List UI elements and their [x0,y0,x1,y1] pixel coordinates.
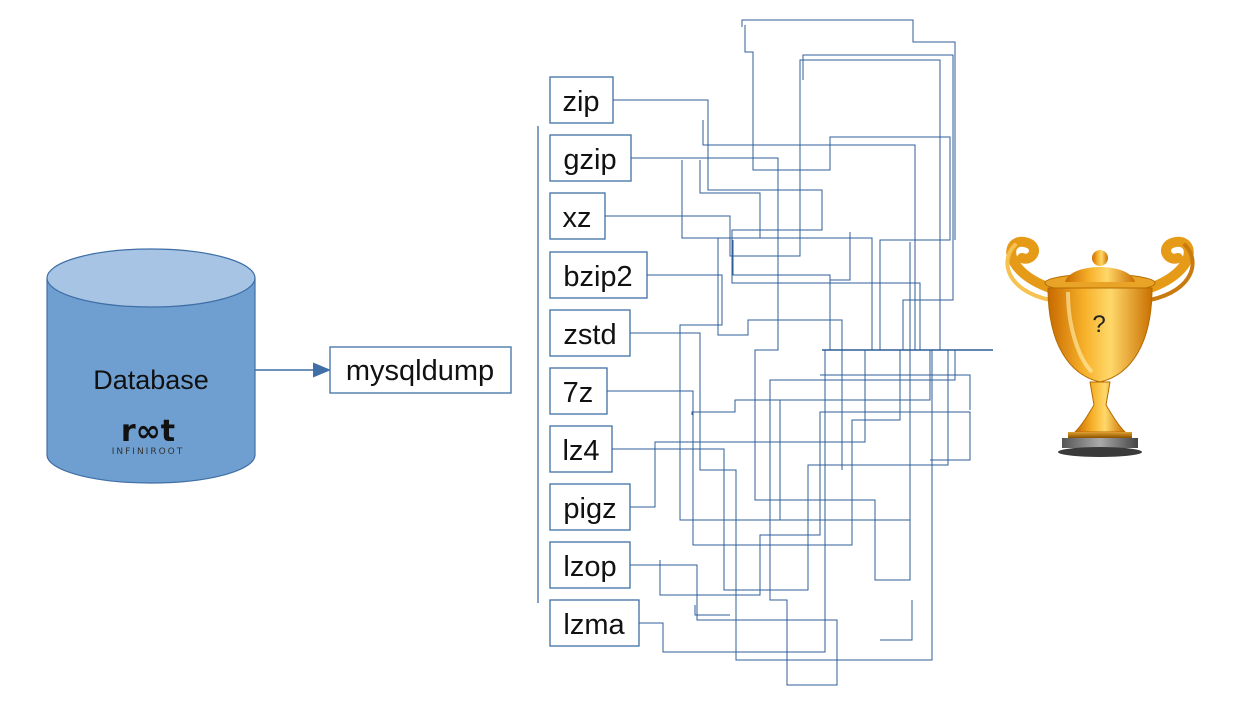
logo-text: INFINIROOT [112,447,185,457]
compressor-label: lz4 [562,435,599,467]
compressor-pigz: pigz [549,483,631,531]
compressor-label: 7z [563,377,594,409]
compressor-boxes: zip gzip xz bzip2 zstd 7z lz4 pigz [549,76,648,647]
compressor-7z: 7z [549,367,608,415]
compressor-lzop: lzop [549,541,631,589]
compressor-zip: zip [549,76,614,124]
trophy-question-label: ? [1092,311,1105,338]
compressor-lzma: lzma [549,599,640,647]
compressor-gzip: gzip [549,134,632,182]
compressor-label: bzip2 [563,261,632,293]
tangled-wires [605,19,971,686]
logo-mark: r∞t [121,414,175,449]
mysqldump-label: mysqldump [346,355,494,387]
compressor-label: zip [562,86,599,118]
compressor-label: lzop [563,551,616,583]
mysqldump-box: mysqldump [329,346,512,394]
compressor-bzip2: bzip2 [549,251,648,299]
compressor-label: xz [563,202,592,234]
compressor-label: zstd [563,319,616,351]
compressor-label: gzip [563,144,616,176]
compressor-xz: xz [549,192,606,240]
infiniroot-logo: r∞t INFINIROOT [112,414,185,457]
trophy-icon: ? [1005,236,1195,457]
compressor-lz4: lz4 [549,425,613,473]
database-cylinder: Database r∞t INFINIROOT [46,248,256,484]
compressor-label: lzma [563,609,625,641]
compressor-label: pigz [563,493,616,525]
compressor-zstd: zstd [549,309,631,357]
database-label: Database [93,365,209,395]
